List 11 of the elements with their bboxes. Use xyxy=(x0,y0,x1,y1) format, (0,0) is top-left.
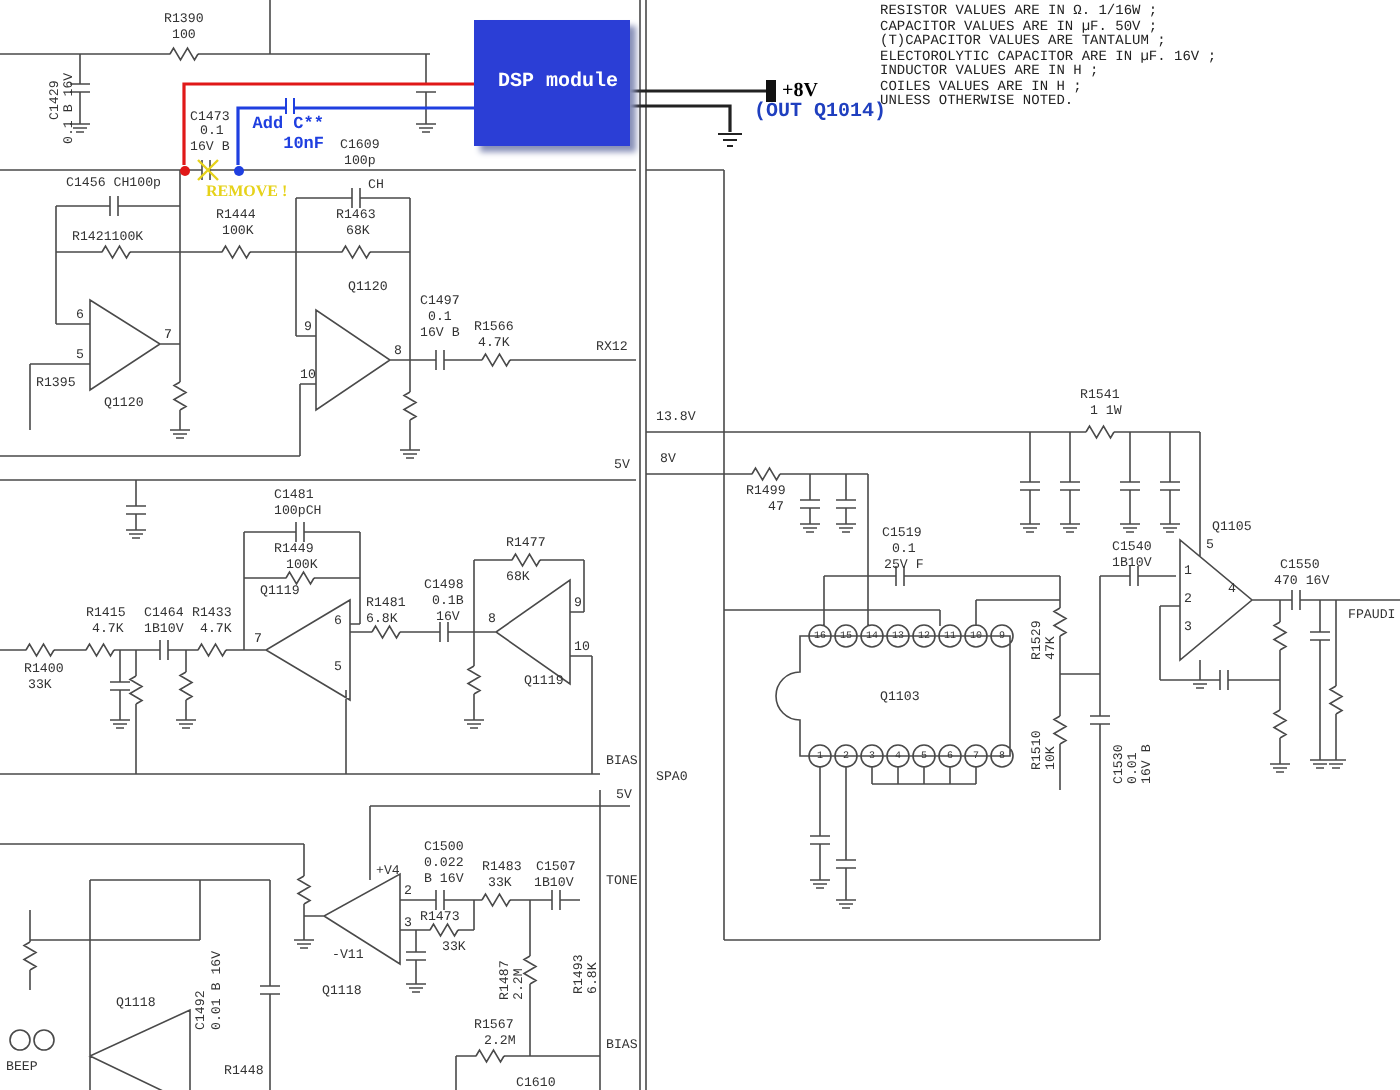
wire xyxy=(182,82,474,165)
wire xyxy=(630,89,766,93)
module-box: DSP module xyxy=(474,20,630,146)
junction-dot xyxy=(233,165,243,175)
node-caption: (OUT Q1014) xyxy=(754,102,887,124)
junction-dot xyxy=(179,165,189,175)
annotation-text: REMOVE ! xyxy=(206,184,288,198)
ground-symbol xyxy=(718,132,742,148)
terminal-label: +8V xyxy=(766,80,818,102)
wire xyxy=(236,106,476,167)
wire xyxy=(630,104,732,132)
